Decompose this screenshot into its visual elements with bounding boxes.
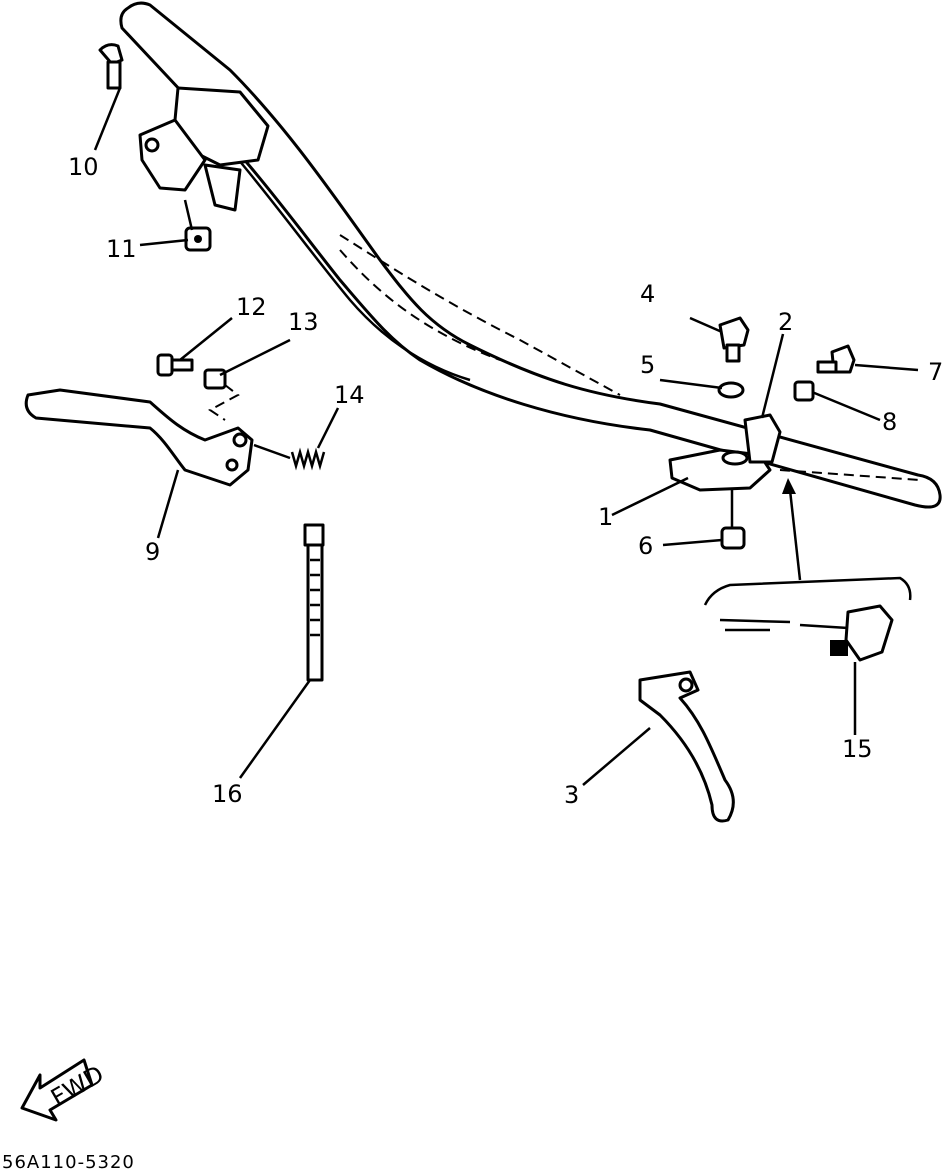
part-15-switch (703, 478, 912, 662)
part-7-bolt (816, 344, 856, 374)
part-11-nut (184, 226, 212, 252)
callout-3: 3 (564, 781, 579, 809)
part-1-holder (668, 448, 772, 492)
callout-4: 4 (640, 280, 655, 308)
part-4-bolt (718, 316, 750, 363)
part-12-bolt (156, 353, 194, 377)
callout-1: 1 (598, 503, 613, 531)
fwd-arrow: FWD (20, 1058, 109, 1122)
callout-15: 15 (842, 735, 873, 763)
switch-housing (138, 86, 270, 212)
leader-lines (93, 87, 919, 786)
part-14-spring (253, 443, 326, 471)
callout-11: 11 (106, 235, 137, 263)
part-3-lever (638, 670, 735, 823)
part-13-nut (203, 368, 240, 421)
callout-10: 10 (68, 153, 99, 181)
callout-13: 13 (288, 308, 319, 336)
part-6-nut (720, 526, 746, 550)
callout-2: 2 (778, 308, 793, 336)
diagram-code: 56A110-5320 (2, 1152, 135, 1173)
callout-12: 12 (236, 293, 267, 321)
callout-9: 9 (145, 538, 160, 566)
part-16-adjuster (303, 523, 325, 682)
callout-6: 6 (638, 532, 653, 560)
callout-5: 5 (640, 351, 655, 379)
callout-16: 16 (212, 780, 243, 808)
callout-8: 8 (882, 408, 897, 436)
callout-14: 14 (334, 381, 365, 409)
callout-labels: 1 2 3 4 5 6 7 8 9 10 11 12 13 14 15 16 (68, 153, 943, 809)
part-5-washer (717, 381, 745, 399)
part-2-bracket (743, 413, 782, 464)
part-10-bolt (98, 43, 124, 90)
callout-7: 7 (928, 358, 943, 386)
part-9-lever (24, 388, 254, 487)
part-8-nut (793, 380, 815, 402)
